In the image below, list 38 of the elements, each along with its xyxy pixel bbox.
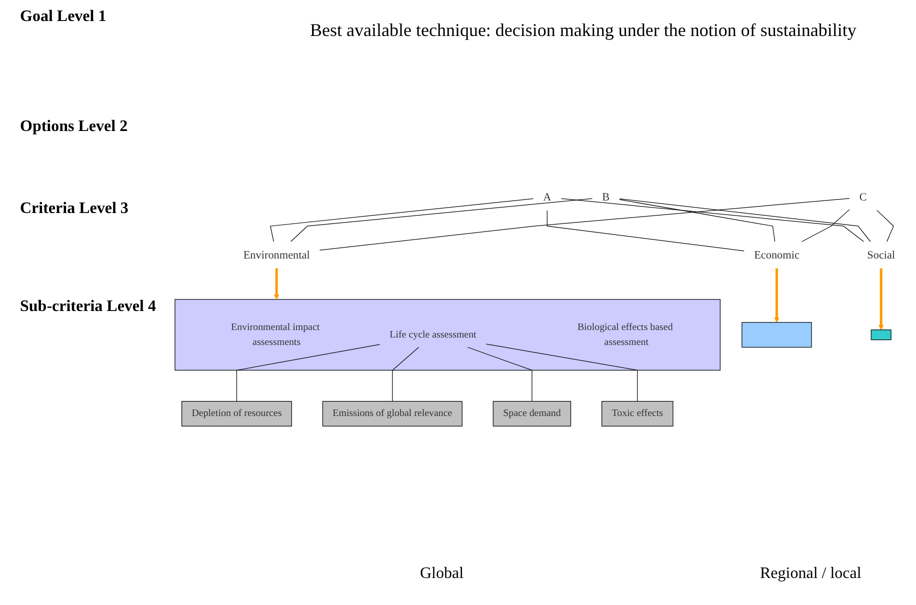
arrow: [274, 268, 280, 300]
node-box: Toxic effects: [602, 400, 674, 426]
connector: [560, 198, 864, 242]
scope-label: Regional / local: [760, 565, 862, 583]
node-box: [742, 322, 812, 348]
level-label: Options Level 2: [20, 118, 129, 136]
node-box: [870, 330, 892, 340]
connector: [467, 346, 532, 402]
connector: [619, 198, 871, 242]
node-text: Biological effects based assessment: [577, 322, 673, 348]
connector: [486, 344, 638, 402]
node-text: A: [543, 190, 552, 204]
connector: [802, 209, 850, 242]
connector: [392, 346, 420, 402]
connector: [236, 344, 380, 402]
node-box: Depletion of resources: [181, 400, 292, 426]
node-text: Economic: [754, 248, 800, 261]
arrow: [774, 268, 780, 323]
arrow: [878, 268, 884, 330]
cluster: [174, 299, 720, 371]
level-label: Goal Level 1: [20, 8, 108, 26]
connector: [270, 198, 534, 242]
connector: [319, 198, 850, 250]
node-box: Space demand: [492, 400, 572, 426]
node-text: C: [859, 190, 867, 204]
node-text: Social: [867, 248, 896, 261]
node-text: Environmental impact assessments: [231, 322, 320, 348]
diagram-title: Best available technique: decision making under the notion of sustainability: [310, 20, 858, 41]
connector: [290, 198, 593, 242]
connector: [619, 199, 776, 242]
scope-label: Global: [420, 565, 464, 583]
node-text: Life cycle assessment: [390, 329, 476, 340]
node-text: B: [602, 190, 610, 204]
node-box: Emissions of global relevance: [322, 400, 462, 426]
connector: [546, 210, 744, 252]
level-label: Criteria Level 3: [20, 200, 130, 218]
level-label: Sub-criteria Level 4: [20, 298, 157, 316]
node-text: Environmental: [243, 248, 310, 261]
